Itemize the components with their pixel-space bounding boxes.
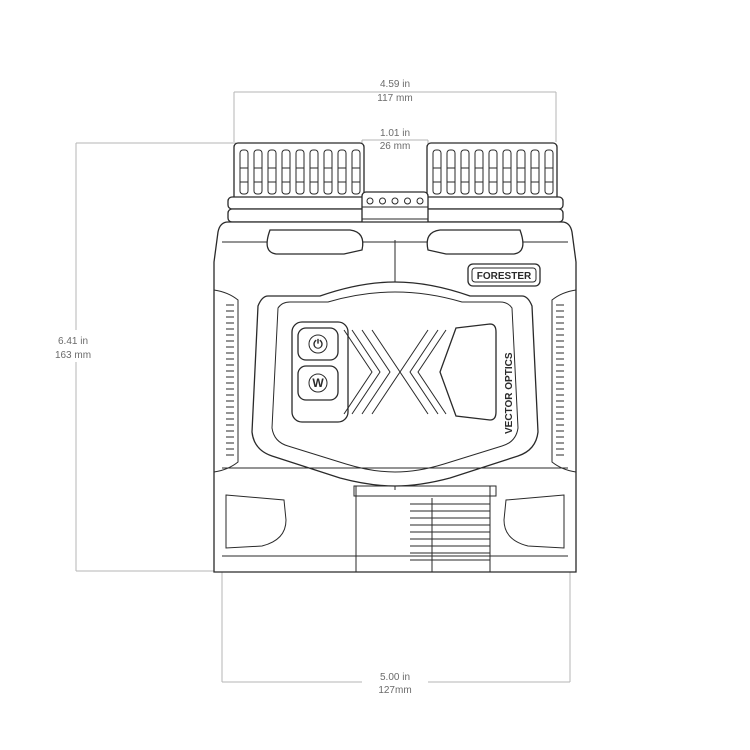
knurl-ridge: [488, 149, 498, 195]
brand-logo-text: VECTOR OPTICS: [504, 352, 515, 434]
right-eyepiece: [422, 142, 564, 223]
w-button[interactable]: W: [297, 365, 339, 401]
bridge-width-imperial: 1.01 in: [380, 128, 410, 139]
knurl-ridge: [337, 149, 347, 195]
knob-dot: [391, 197, 399, 205]
knurl-ridge: [267, 149, 277, 195]
knurl-ridge: [351, 149, 361, 195]
left-chevron-icon[interactable]: [399, 329, 447, 415]
height-metric: 163 mm: [55, 350, 91, 361]
knurl-ridge: [281, 149, 291, 195]
top-width-metric: 117 mm: [377, 93, 412, 104]
knurl-ridge: [323, 149, 333, 195]
knurl-ridge: [295, 149, 305, 195]
dimension-base-width: 5.00 in 127mm: [221, 572, 571, 696]
left-eyepiece: [227, 142, 369, 223]
knurl-ridge: [460, 149, 470, 195]
dimension-bridge-width: 1.01 in 26 mm: [361, 128, 429, 192]
knurl-ridge: [530, 149, 540, 195]
knurl-ridge: [432, 149, 442, 195]
model-badge-text: FORESTER: [477, 271, 532, 282]
knurl-ridge: [309, 149, 319, 195]
height-imperial: 6.41 in: [58, 336, 88, 347]
knurl-ridge: [253, 149, 263, 195]
knurl-ridge: [544, 149, 554, 195]
control-panel: ⏻ W VECTOR OPTICS: [291, 321, 515, 434]
dimension-height: 6.41 in 163 mm: [42, 142, 236, 572]
base-width-imperial: 5.00 in: [380, 672, 410, 683]
power-button[interactable]: ⏻: [297, 327, 339, 361]
knurl-ridge: [502, 149, 512, 195]
knob-dot: [379, 197, 386, 205]
w-button-label: W: [312, 376, 324, 390]
knob-dot: [366, 197, 374, 205]
knurl-ridge: [239, 149, 249, 195]
model-badge: FORESTER: [467, 263, 541, 287]
top-width-imperial: 4.59 in: [380, 79, 410, 90]
knob-dot: [404, 197, 411, 205]
knurl-ridge: [474, 149, 484, 195]
knurl-ridge: [516, 149, 526, 195]
bridge-width-metric: 26 mm: [380, 141, 411, 152]
dimension-top-width: 4.59 in 117 mm: [233, 79, 557, 142]
display-pad: [439, 323, 497, 421]
knurl-ridge: [446, 149, 456, 195]
knob-dot: [416, 197, 424, 205]
base-width-metric: 127mm: [378, 685, 411, 696]
power-icon: ⏻: [313, 337, 323, 351]
